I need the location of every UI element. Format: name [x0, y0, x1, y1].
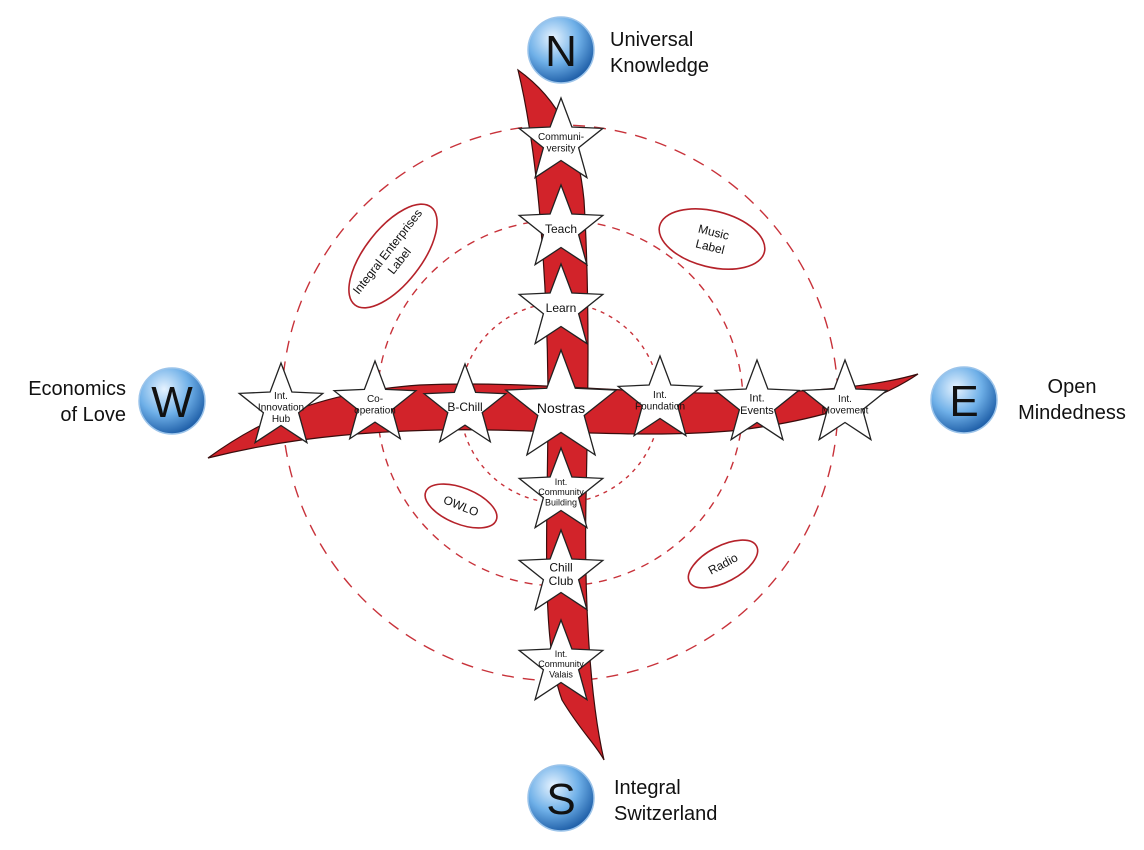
star-label-line: Teach	[545, 222, 577, 236]
west-label-line1: Economics	[28, 378, 126, 400]
star-label-line: Int.	[555, 649, 568, 659]
star-label-line: Nostras	[537, 400, 585, 416]
west-label-line2: of Love	[60, 404, 126, 426]
globe-icon	[527, 16, 595, 84]
star-label-line: Int.	[749, 393, 764, 405]
star-communiversity: Communi-versity	[517, 96, 605, 180]
ellipse-outline	[348, 203, 438, 309]
star-shape	[517, 262, 605, 346]
star-label-line: Int.	[555, 477, 568, 487]
south-label-line2: Switzerland	[614, 803, 718, 825]
star-shape	[237, 361, 325, 445]
compass-letter-s: S	[546, 775, 575, 824]
east-label-line2: Mindedness	[1018, 402, 1126, 424]
star-foundation: Int.Foundation	[616, 354, 704, 438]
star-label-line: Innovation	[258, 403, 304, 414]
star-label-line: Int.	[653, 390, 667, 401]
integral-enterprises-ellipse: Integral Enterprises Label	[348, 203, 438, 309]
star-shape	[504, 348, 618, 457]
star-cooperation: Co-operation	[332, 359, 418, 441]
star-label-line: versity	[547, 143, 576, 154]
globe-north: N	[527, 16, 595, 84]
east-label: Open Mindedness	[1000, 374, 1144, 426]
star-label-line: Valais	[549, 670, 573, 680]
star-shape	[517, 528, 605, 612]
star-shape	[616, 354, 704, 438]
stars: Communi-versity Teach Learn Int.Innovati…	[237, 96, 889, 702]
star-shape	[517, 96, 605, 180]
star-label-line: Hub	[272, 414, 291, 425]
star-b-chill: B-Chill	[422, 362, 508, 444]
star-label-line: Events	[740, 405, 774, 417]
star-label-line: Community	[538, 487, 584, 497]
star-shape	[517, 183, 605, 267]
star-label-line: Club	[549, 574, 574, 588]
star-label-line: Foundation	[635, 401, 685, 412]
radio-ellipse: Radio	[687, 539, 759, 589]
compass-letter-n: N	[545, 27, 577, 76]
ellipse-outline	[687, 539, 759, 589]
north-label-line1: Universal	[610, 29, 694, 51]
north-label: Universal Knowledge	[610, 27, 709, 79]
star-label-line: Chill	[549, 560, 572, 574]
ellipse-label: OWLO	[441, 493, 480, 520]
music-label-ellipse: Music Label	[658, 208, 766, 270]
star-label-line: Building	[545, 498, 577, 508]
star-events: Int.Events	[713, 358, 801, 442]
star-shape	[517, 618, 605, 702]
star-movement: Int.Movement	[801, 358, 889, 442]
ellipse-outline	[658, 208, 766, 270]
globe-icon	[527, 764, 595, 832]
south-label: Integral Switzerland	[614, 775, 717, 827]
south-label-line1: Integral	[614, 777, 681, 799]
compass-letter-w: W	[151, 378, 193, 427]
star-label-line: Co-	[367, 394, 383, 405]
star-label-line: B-Chill	[447, 400, 482, 414]
ellipse-label: Radio	[706, 550, 741, 577]
star-nostras: Nostras	[504, 348, 618, 457]
globe-east: E	[930, 366, 998, 434]
west-label: Economics of Love	[6, 376, 126, 428]
ellipse-outline	[424, 483, 498, 529]
globe-icon	[930, 366, 998, 434]
owlo-ellipse: OWLO	[424, 483, 498, 529]
star-label-line: operation	[354, 405, 396, 416]
globe-west: W	[138, 367, 206, 435]
compass-letter-e: E	[949, 377, 978, 426]
star-label-line: Learn	[546, 301, 577, 315]
east-label-line1: Open	[1047, 376, 1097, 398]
ellipse-label-line2: Label	[694, 236, 726, 257]
north-label-line2: Knowledge	[610, 55, 709, 77]
star-label-line: Int.	[838, 394, 852, 405]
star-label-line: Movement	[822, 405, 869, 416]
star-label-line: Community	[538, 659, 584, 669]
star-label-line: Communi-	[538, 132, 584, 143]
star-shape	[713, 358, 801, 442]
star-shape	[332, 359, 418, 441]
globe-south: S	[527, 764, 595, 832]
star-shape	[517, 446, 605, 530]
star-label-line: Int.	[274, 391, 288, 402]
star-shape	[801, 358, 889, 442]
star-shape	[422, 362, 508, 444]
star-learn: Learn	[517, 262, 605, 346]
globe-icon	[138, 367, 206, 435]
star-teach: Teach	[517, 183, 605, 267]
